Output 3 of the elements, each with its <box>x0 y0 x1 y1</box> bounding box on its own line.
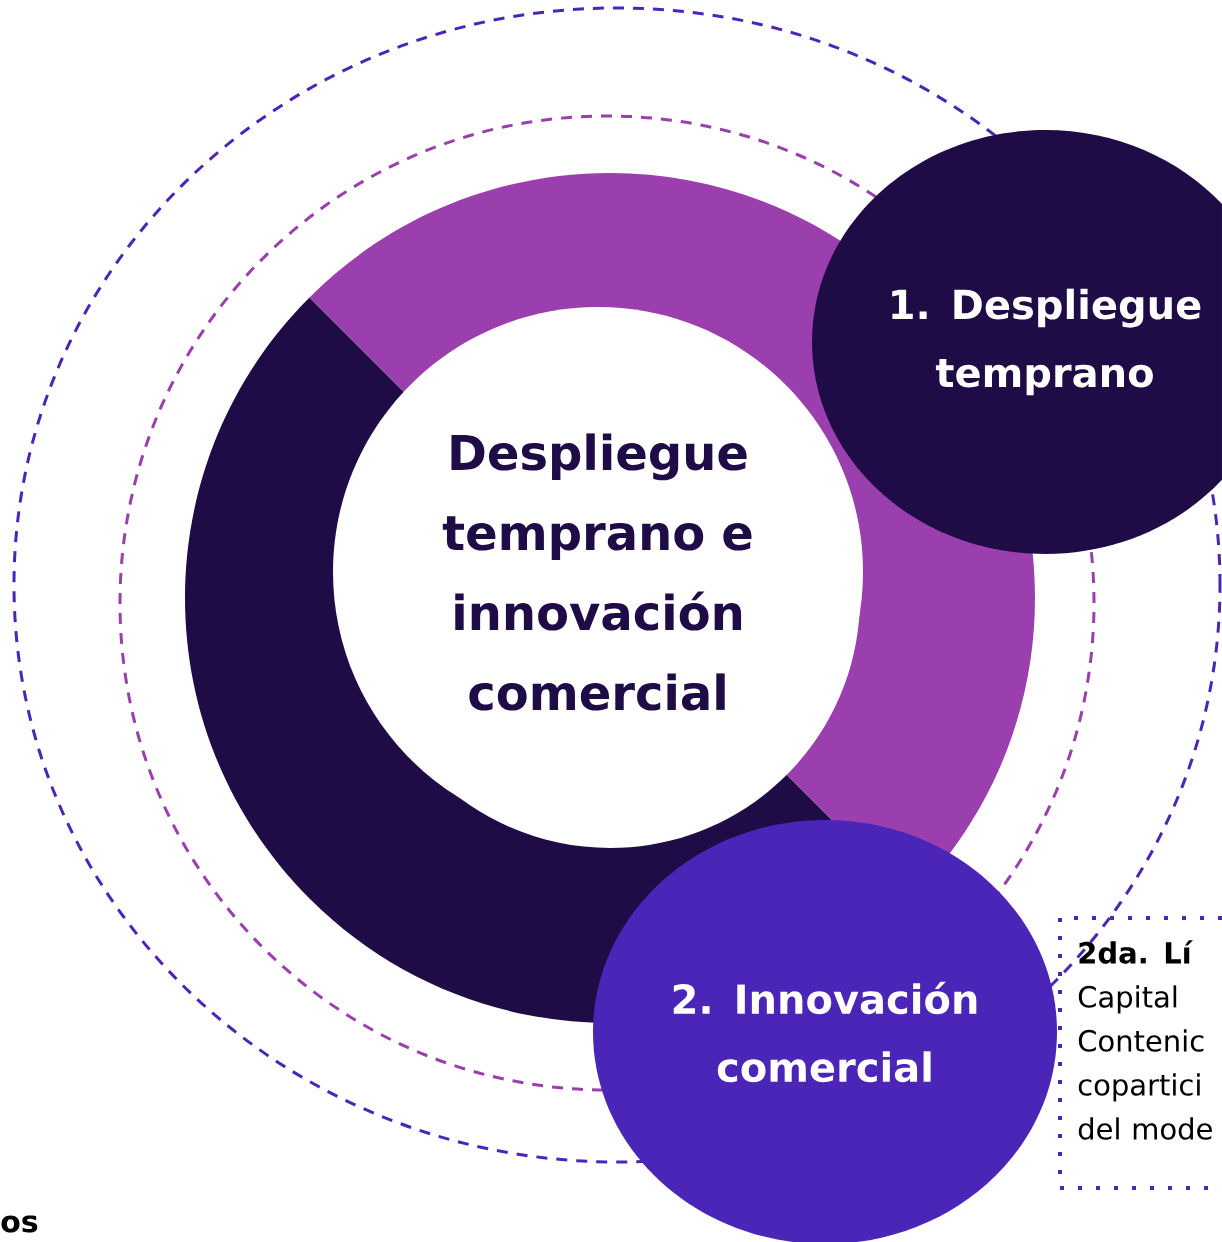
text-box: 2da. Lí Capital Contenic copartici del mode <box>1058 916 1222 1190</box>
node-label: Despliegue temprano e innovación comercial <box>442 433 752 711</box>
label-fragment: os <box>1 1215 38 1233</box>
